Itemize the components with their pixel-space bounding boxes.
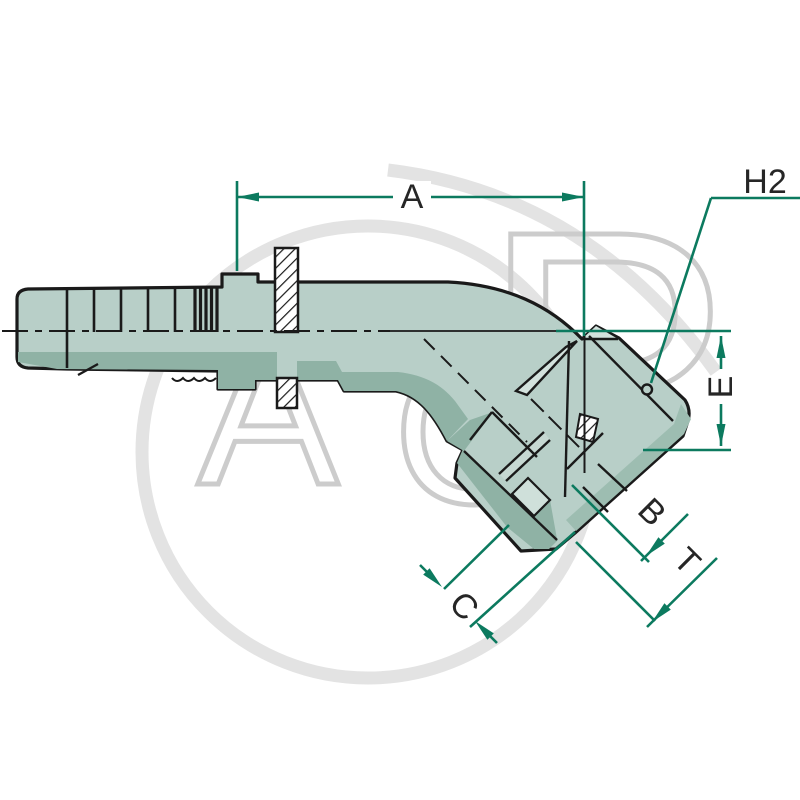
dim-label-a: A <box>401 178 424 216</box>
swivel-nut-facets <box>463 335 674 541</box>
dimension-b <box>571 484 689 563</box>
thread-tick-2 <box>582 486 609 513</box>
thread-section-block <box>574 412 600 444</box>
leader-h2 <box>640 196 800 396</box>
dimension-e <box>556 329 731 452</box>
nut-window <box>510 476 552 518</box>
nut-chamfer-band <box>499 432 550 481</box>
centerlines <box>2 330 628 513</box>
dimension-t <box>575 541 718 628</box>
hose-barb-ridges <box>65 288 219 382</box>
dim-label-h2: H2 <box>743 163 786 201</box>
dim-label-c: C <box>442 584 486 628</box>
dim-label-e: E <box>702 376 740 399</box>
fitting-body <box>15 246 691 553</box>
dimension-c <box>419 524 576 644</box>
label-a-backing <box>393 181 431 212</box>
thread-tick-1 <box>597 463 628 492</box>
watermark-swoosh <box>387 163 722 376</box>
port-axis-centerline <box>530 398 583 451</box>
dimensions <box>235 181 800 644</box>
axis-cross-mark <box>566 432 604 470</box>
body-highlights <box>499 326 618 518</box>
leader-target-circle <box>640 383 654 396</box>
nose-cone-sleeve <box>513 339 578 397</box>
bore-hidden-line <box>423 338 528 443</box>
retaining-washer-section <box>273 246 300 410</box>
nut-back-corner <box>582 326 618 339</box>
